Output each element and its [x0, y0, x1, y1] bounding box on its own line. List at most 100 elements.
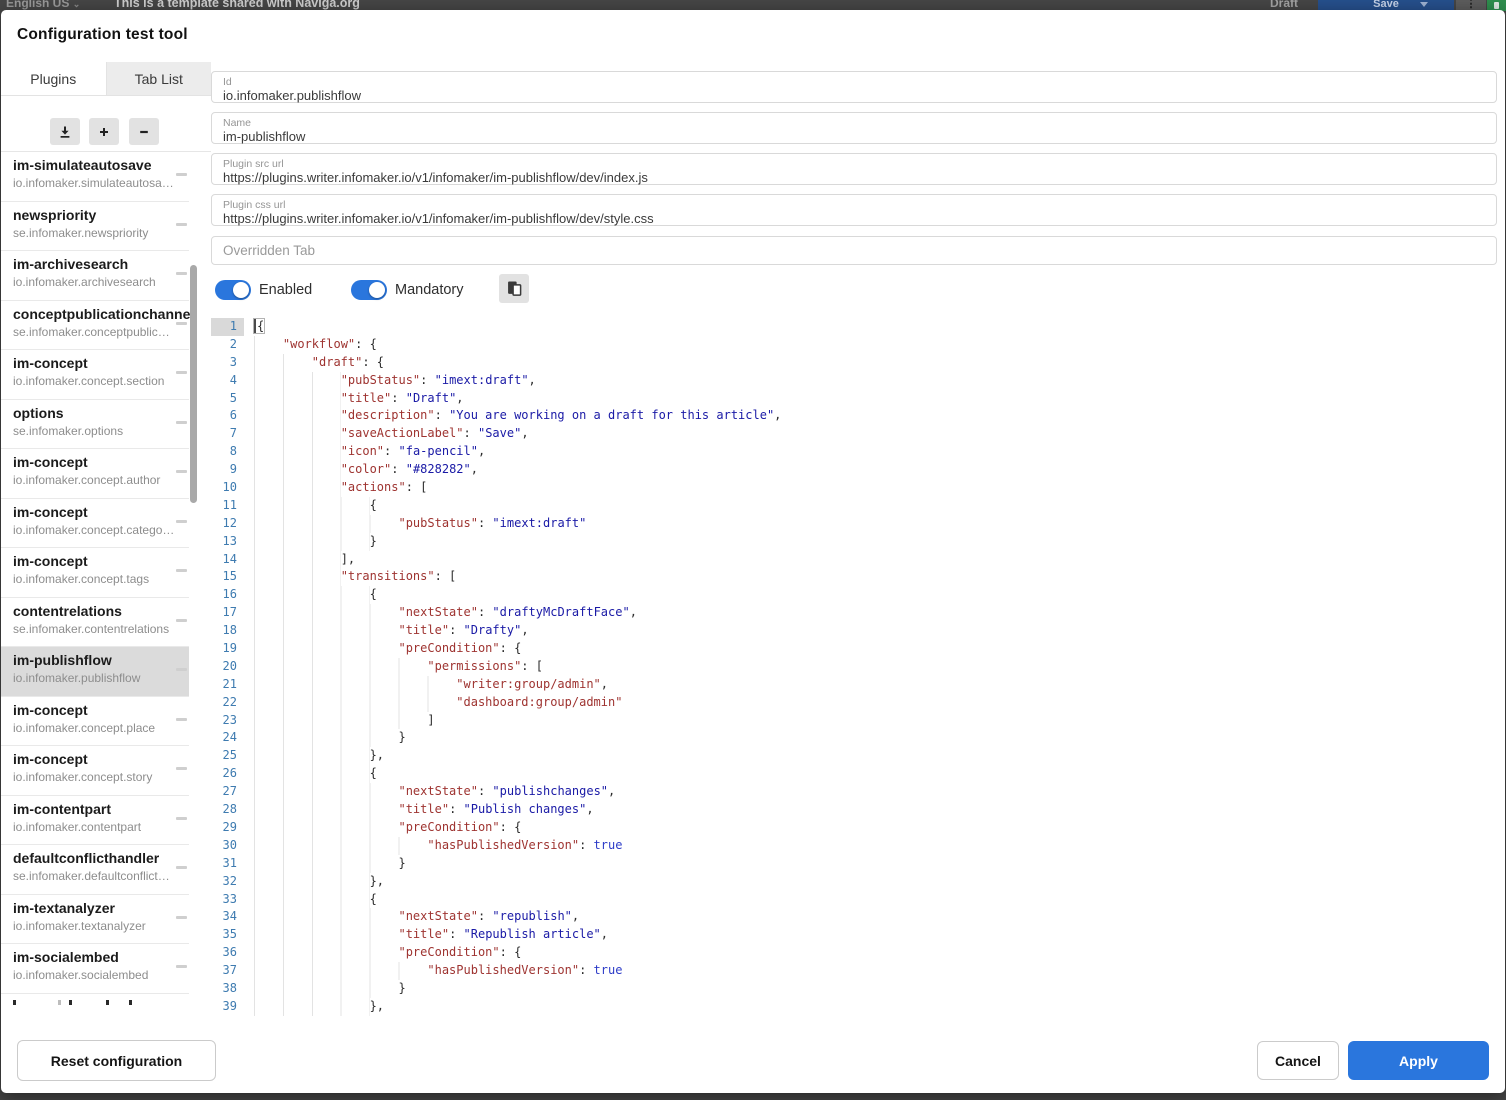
- line-number: 17: [222, 605, 237, 620]
- code-line: 4 "pubStatus": "imext:draft",: [211, 371, 1498, 390]
- plugin-title: contentrelations: [13, 602, 122, 619]
- plugin-id: io.infomaker.concept.author: [13, 473, 161, 487]
- code-line: 33 {: [211, 890, 1498, 909]
- drag-handle-icon[interactable]: [176, 767, 187, 770]
- avatar[interactable]: [1487, 0, 1506, 11]
- line-number: 16: [222, 587, 237, 602]
- line-number: 14: [222, 551, 237, 566]
- code-line: 7 "saveActionLabel": "Save",: [211, 425, 1498, 444]
- line-number: 30: [222, 837, 237, 852]
- drag-handle-icon[interactable]: [176, 371, 187, 374]
- plugin-title: options: [13, 404, 64, 421]
- drag-handle-icon[interactable]: [176, 668, 187, 671]
- drag-handle-icon[interactable]: [176, 717, 187, 721]
- field-label: Plugin css url: [223, 199, 286, 211]
- toggle-mandatory[interactable]: [351, 280, 387, 300]
- plugin-id: se.infomaker.conceptpublic…: [13, 324, 170, 339]
- drag-handle-icon[interactable]: [176, 321, 187, 325]
- save-dropdown-icon[interactable]: [1420, 2, 1428, 7]
- copy-config-button[interactable]: [499, 274, 529, 303]
- code-line: 11 {: [211, 496, 1498, 515]
- plugin-list-item-clipped[interactable]: [1, 993, 189, 1007]
- plugin-id: io.infomaker.concept.tags: [13, 572, 150, 586]
- plugin-id: se.infomaker.contentrelations: [13, 621, 170, 636]
- plugin-title: im-concept: [13, 701, 88, 718]
- add-plugin-button[interactable]: [89, 118, 119, 145]
- drag-handle-icon[interactable]: [176, 173, 187, 176]
- plugin-list-scrollbar[interactable]: [190, 265, 197, 503]
- drag-handle-icon[interactable]: [176, 272, 187, 275]
- plugin-id: io.infomaker.textanalyzer: [13, 918, 146, 933]
- toggle-enabled[interactable]: [215, 280, 251, 300]
- drag-handle-icon[interactable]: [176, 470, 187, 473]
- more-options-icon[interactable]: ⋮: [1456, 0, 1486, 11]
- code-line: 19 "preCondition": {: [211, 640, 1498, 658]
- line-number: 32: [222, 873, 237, 888]
- code-line: 39 },: [211, 997, 1498, 1016]
- plugin-title: newspriority: [13, 206, 97, 223]
- json-config-editor[interactable]: 1{2 "workflow": {3 "draft": {4 "pubStatu…: [211, 318, 1498, 1020]
- drag-handle-icon[interactable]: [176, 816, 187, 820]
- drag-handle-icon[interactable]: [176, 866, 187, 869]
- download-button[interactable]: [50, 118, 80, 145]
- field-value: im-publishflow: [223, 129, 306, 144]
- plugin-title: im-simulateautosave: [13, 157, 152, 173]
- clipped-item-text: [13, 999, 16, 1005]
- cancel-button[interactable]: Cancel: [1257, 1041, 1339, 1080]
- drag-handle-icon[interactable]: [176, 618, 187, 622]
- drag-handle-icon[interactable]: [176, 420, 187, 424]
- line-number: 37: [222, 963, 237, 978]
- tab-plugins[interactable]: Plugins: [1, 62, 106, 95]
- code-line: 13 }: [211, 532, 1498, 551]
- reset-configuration-button[interactable]: Reset configuration: [17, 1040, 216, 1081]
- save-button[interactable]: Save: [1318, 0, 1454, 11]
- plugin-title: im-socialembed: [13, 949, 119, 965]
- plugin-list-item[interactable]: contentrelations se.infomaker.contentrela…: [1, 597, 189, 647]
- remove-plugin-button[interactable]: [129, 118, 159, 145]
- code-line: 18 "title": "Drafty",: [211, 622, 1498, 641]
- code-line: 9 "color": "#828282",: [211, 461, 1498, 480]
- line-number: 21: [222, 676, 237, 691]
- language-selector[interactable]: English US ⌄: [6, 0, 81, 10]
- tab-tab-list[interactable]: Tab List: [105, 62, 211, 95]
- add-icon: [100, 127, 108, 136]
- drag-handle-icon[interactable]: [176, 519, 187, 523]
- line-number: 13: [222, 533, 237, 548]
- field-overridden-tab[interactable]: Overridden Tab: [211, 236, 1497, 265]
- apply-button[interactable]: Apply: [1348, 1041, 1489, 1080]
- code-line: 17 "nextState": "draftyMcDraftFace",: [211, 604, 1498, 623]
- chevron-down-icon: ⌄: [72, 0, 81, 9]
- line-number: 10: [222, 480, 237, 495]
- drag-handle-icon[interactable]: [176, 222, 187, 226]
- code-line: 27 "nextState": "publishchanges",: [211, 783, 1498, 802]
- code-line: 20 "permissions": [: [211, 657, 1498, 676]
- drag-handle-icon[interactable]: [176, 915, 187, 919]
- code-line: 36 "preCondition": {: [211, 944, 1498, 963]
- drag-handle-icon[interactable]: [176, 569, 187, 572]
- code-line: 15 "transitions": [: [211, 568, 1498, 587]
- drag-handle-icon[interactable]: [176, 965, 187, 968]
- sidebar-tabs: Plugins Tab List: [1, 62, 211, 96]
- line-number: 31: [222, 855, 237, 870]
